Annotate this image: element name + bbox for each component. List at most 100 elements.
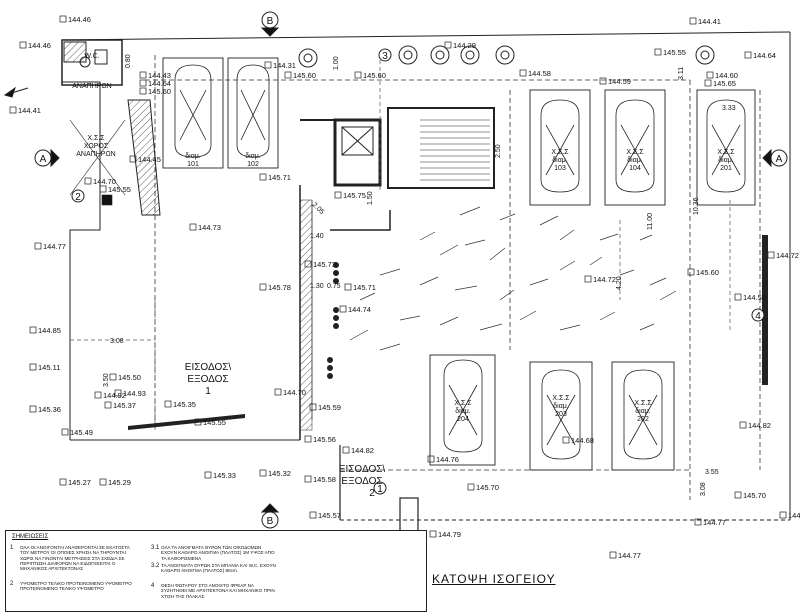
level-marker-icon [104, 401, 112, 409]
level-marker-icon [34, 242, 42, 250]
level-value: 144.92 [103, 391, 126, 400]
section-b-top: B [267, 16, 274, 27]
dimension-value: 10.36 [693, 197, 700, 215]
level-value: 145.33 [213, 471, 236, 480]
level-marker-icon [694, 518, 702, 526]
level-marker-icon [779, 511, 787, 519]
level-value: 145.75 [343, 191, 366, 200]
level-value: 145.65 [713, 79, 736, 88]
note-3-2-num: 3.2 [151, 563, 160, 569]
level-marker-icon [164, 400, 172, 408]
parking-204-l2: διαμ. [455, 408, 471, 415]
entry2-num: 2 [369, 488, 375, 499]
parking-201-l1: Χ.Σ.Σ [717, 149, 735, 156]
level-marker-icon [284, 71, 292, 79]
level-value: 145.60 [293, 71, 316, 80]
level-marker-icon [59, 15, 67, 23]
level-marker-icon [584, 275, 592, 283]
section-a-right: A [776, 154, 783, 165]
parking-bays [162, 57, 756, 471]
level-marker-icon [304, 435, 312, 443]
level-marker-icon [344, 283, 352, 291]
level-value: 145.71 [353, 283, 376, 292]
parking-203-l1: Χ.Σ.Σ [552, 395, 570, 402]
section-markers [34, 11, 788, 529]
level-marker-icon [444, 41, 452, 49]
level-value: 144.64 [753, 51, 776, 60]
level-value: 144.45 [138, 155, 161, 164]
level-marker-icon [259, 283, 267, 291]
level-marker-icon [599, 77, 607, 85]
level-marker-icon [29, 405, 37, 413]
level-value: 145.36 [38, 405, 61, 414]
parking-202-l2: διαμ. [635, 408, 651, 415]
entry1-line1: ΕΙΣΟΔΟΣ\ [185, 362, 232, 373]
level-marker-icon [562, 436, 570, 444]
level-marker-icon [734, 293, 742, 301]
parking-201-l2: διαμ. [718, 157, 734, 164]
level-value: 144.60 [715, 71, 738, 80]
marker-3: 3 [382, 51, 388, 62]
disabled-parking-lines [69, 119, 126, 206]
plot-boundary [61, 31, 791, 521]
note-1-num: 1 [10, 545, 14, 551]
note-4-num: 4 [151, 583, 155, 589]
parking-104-l1: Χ.Σ.Σ [626, 149, 644, 156]
notes-title: ΣΗΜΕΙΩΣΕΙΣ [12, 534, 49, 540]
dimension-value: 3.11 [678, 67, 685, 80]
marker-4: 4 [755, 311, 761, 322]
level-marker-icon [309, 511, 317, 519]
level-marker-icon [429, 530, 437, 538]
dimension-value: 3.08 [110, 338, 124, 345]
level-value: 144.29 [453, 41, 476, 50]
level-value: 145.60 [148, 87, 171, 96]
level-value: 144.46 [68, 15, 91, 24]
level-value: 144.70 [283, 388, 306, 397]
level-marker-icon [427, 455, 435, 463]
level-marker-icon [304, 475, 312, 483]
xss-line2: ΧΩΡΟΣ [84, 143, 109, 150]
level-marker-icon [189, 223, 197, 231]
dimension-value: 1.50 [367, 191, 374, 205]
level-value: 144.77 [618, 551, 641, 560]
level-marker-icon [139, 71, 147, 79]
level-value: 144.77 [43, 242, 66, 251]
level-value: 145.60 [363, 71, 386, 80]
dimension-value: 0.80 [125, 54, 132, 68]
level-value: 145.50 [118, 373, 141, 382]
note-2-num: 2 [10, 581, 14, 587]
parking-204-l1: Χ.Σ.Σ [454, 400, 472, 407]
level-value: 145.70 [476, 483, 499, 492]
drawing-title: ΚΑΤΟΨΗ ΙΣΟΓΕΙΟΥ [432, 572, 556, 586]
level-value: 144.46 [28, 41, 51, 50]
level-value: 144.41 [698, 17, 721, 26]
level-marker-icon [354, 71, 362, 79]
core [299, 107, 495, 440]
level-value: 144.85 [38, 326, 61, 335]
level-markers: 144.46144.46144.43144.64145.60144.31145.… [9, 15, 800, 570]
parking-201-num: 201 [720, 165, 732, 172]
dimension-value: 11.00 [647, 213, 654, 230]
level-value: 144.70 [93, 177, 116, 186]
level-value: 144.41 [18, 106, 41, 115]
level-marker-icon [59, 478, 67, 486]
parking-labels: διαμ. 101 διαμ. 102 Χ.Σ.Σ διαμ. 103 Χ.Σ.… [185, 149, 735, 423]
ramp [127, 99, 161, 216]
level-marker-icon [139, 87, 147, 95]
section-b-bottom: B [267, 516, 274, 527]
cars [174, 64, 746, 460]
level-marker-icon [734, 491, 742, 499]
level-value: 145.70 [743, 491, 766, 500]
parking-103-l2: διαμ. [552, 157, 568, 164]
level-marker-icon [339, 305, 347, 313]
level-marker-icon [9, 106, 17, 114]
parking-203-num: 203 [555, 411, 567, 418]
dimension-value: 3.55 [705, 469, 719, 476]
level-value: 145.35 [173, 400, 196, 409]
level-marker-icon [519, 69, 527, 77]
level-value: 144.93 [123, 389, 146, 398]
level-marker-icon [99, 185, 107, 193]
parking-202-num: 202 [637, 416, 649, 423]
note-3-1-text: ΟΛΑ ΤΑ ΑΝΟΙΓΜΑΤΑ ΘΥΡΩΝ ΤΩΝ ΟΙΚΟΔΟΜΩΝ ΕΧΟ… [161, 545, 275, 561]
dashed-lines [70, 60, 731, 430]
